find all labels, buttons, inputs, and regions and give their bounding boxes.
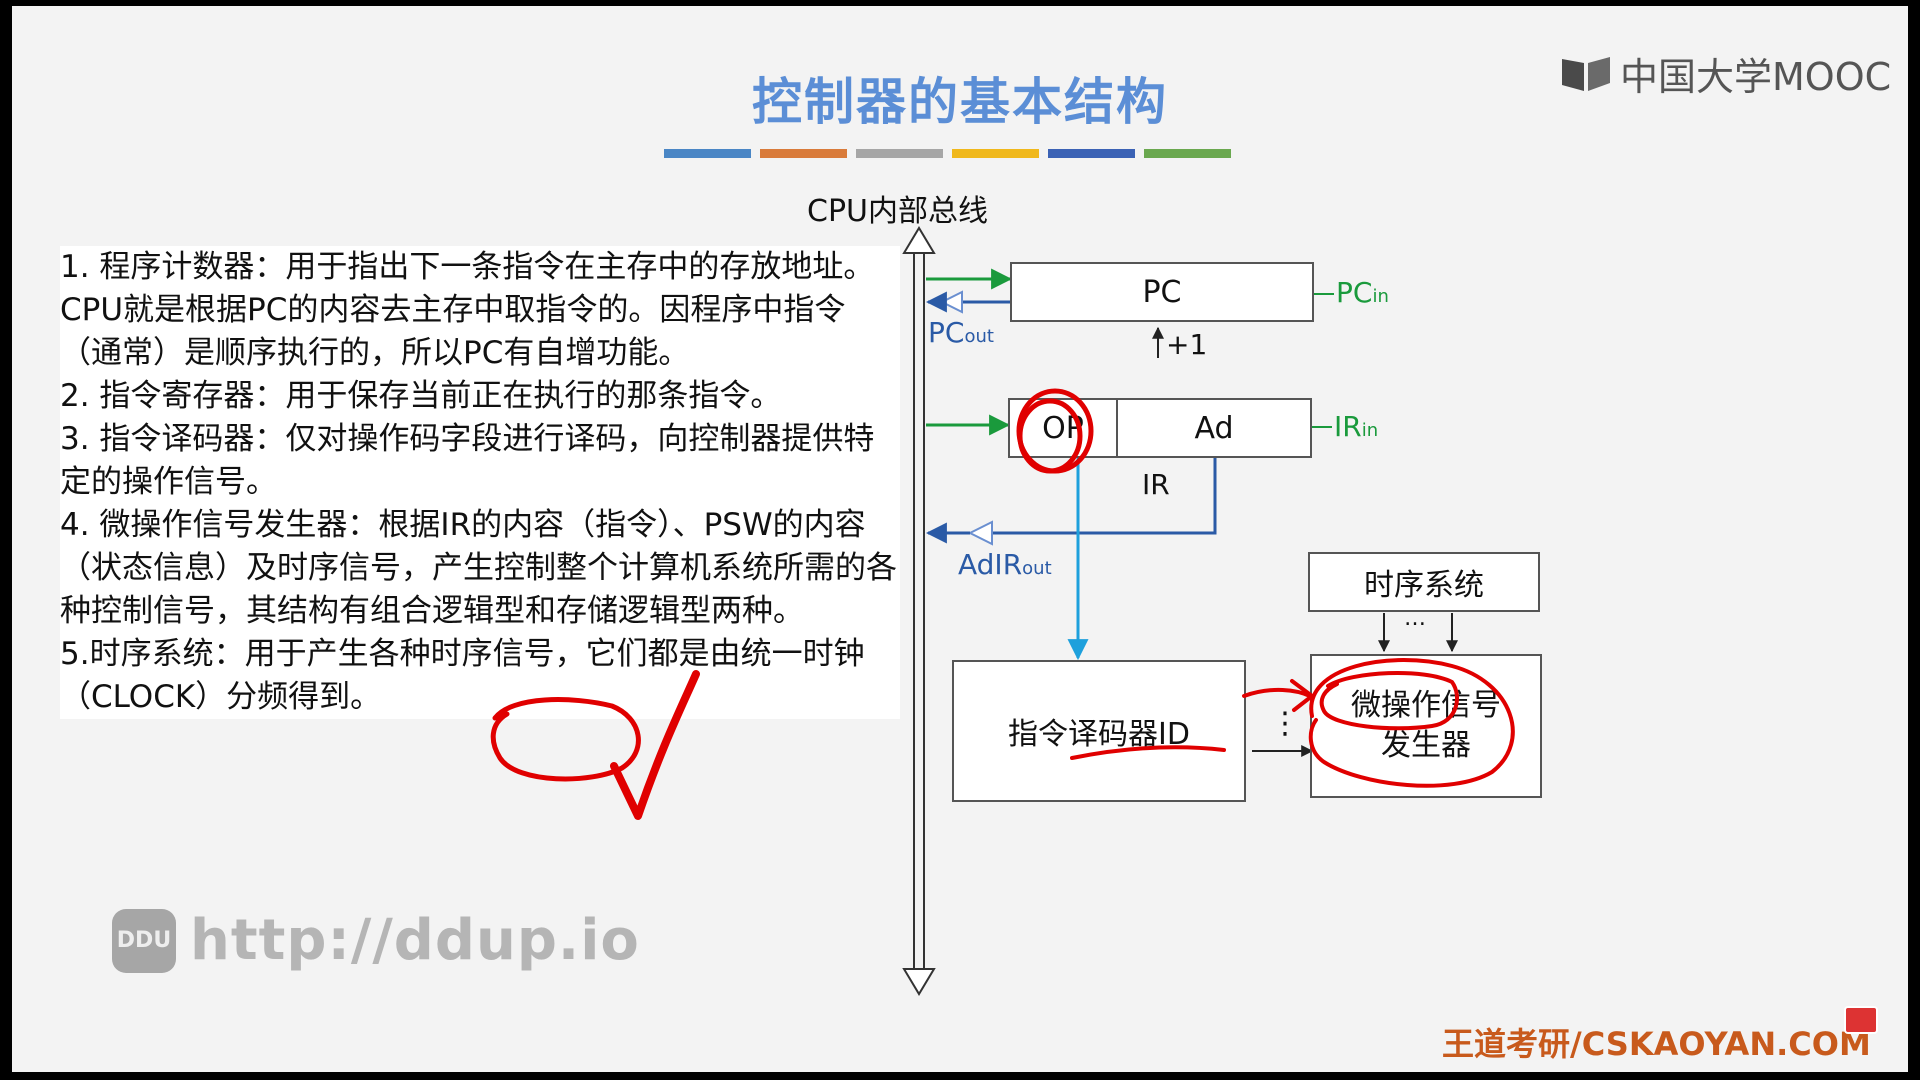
ir-register: OP Ad [1008,398,1312,458]
ir-in-main: IR [1334,410,1362,443]
red-arrow-shaft [1242,687,1312,698]
color-bar-segment [664,149,751,158]
adir-out-label: AdIRout [958,548,1052,581]
timing-system: 时序系统 [1308,552,1540,612]
micro-op-line1: 微操作信号 [1351,688,1501,723]
adir-out-main: AdIR [958,548,1023,581]
desc-item-ir: 2. 指令寄存器：用于保存当前正在执行的那条指令。 [60,378,782,414]
checkmark [610,670,700,820]
timing-ellipsis: … [1404,606,1426,631]
desc-item-id: 3. 指令译码器：仅对操作码字段进行译码，向控制器提供特定的操作信号。 [60,421,875,500]
ad-field: Ad [1118,400,1310,456]
pc-out-sub: out [964,326,994,347]
desc-item-pc: 1. 程序计数器：用于指出下一条指令在主存中的存放地址。CPU就是根据PC的内容… [60,249,875,371]
color-bar-segment [856,149,943,158]
micro-op-inner-circle [1319,670,1460,731]
diagram-wires [902,226,1458,996]
ir-in-label: IRin [1334,410,1378,443]
ad-label: Ad [1194,410,1234,446]
red-arrow-head [1290,679,1314,712]
adir-out-sub: out [1022,558,1052,579]
color-bar-segment [760,149,847,158]
mooc-logo: 中国大学MOOC [1560,48,1892,99]
decoder-vdots: ⋮ [1270,706,1300,741]
timing-signal-circle [490,697,641,782]
desc-item-timing: 5.时序系统：用于产生各种时序信号，它们都是由统一时钟（CLOCK）分频得到。 [60,636,865,715]
pc-in-main: PC [1336,276,1373,309]
desc-item-micro-op: 4. 微操作信号发生器：根据IR的内容（指令）、PSW的内容（状态信息）及时序信… [60,507,897,629]
description-panel: 1. 程序计数器：用于指出下一条指令在主存中的存放地址。CPU就是根据PC的内容… [60,246,900,719]
ir-in-sub: in [1361,420,1379,441]
pc-register: PC [1010,262,1314,322]
instruction-decoder: 指令译码器ID [952,660,1246,802]
pc-out-main: PC [928,316,965,349]
bus-label: CPU内部总线 [807,194,988,229]
footer-brand: 王道考研/CSKAOYAN.COM [1442,1025,1871,1063]
slide-title: 控制器的基本结构 [752,73,1168,131]
recording-icon [1844,1006,1878,1034]
op-circle-inner [1017,398,1083,474]
color-bar-segment [1048,149,1135,158]
timing-label: 时序系统 [1364,568,1484,603]
mooc-logo-text: 中国大学MOOC [1620,54,1892,99]
watermark-badge: DDU [112,908,176,973]
pc-in-label: PCin [1336,276,1389,309]
book-icon [1560,53,1612,93]
watermark-url: http://ddup.io [190,908,640,973]
watermark: DDU http://ddup.io [112,908,640,973]
color-bar-segment [952,149,1039,158]
handwritten-annotations [490,388,1515,820]
micro-op-outer-circle [1308,658,1515,788]
micro-op-generator: 微操作信号 发生器 [1310,654,1542,798]
ir-label: IR [1142,468,1170,501]
cpu-internal-bus [902,226,936,996]
pc-in-sub: in [1372,286,1389,307]
color-bar-segment [1144,149,1231,158]
plus-one-label: +1 [1166,328,1208,361]
pc-out-label: PCout [928,316,994,349]
slide: 控制器的基本结构 中国大学MOOC CPU内部总线 1. 程序计数器：用于指出下… [12,6,1908,1072]
micro-op-line2: 发生器 [1381,728,1471,763]
decoder-underline [1070,745,1226,760]
pc-label: PC [1142,274,1182,310]
